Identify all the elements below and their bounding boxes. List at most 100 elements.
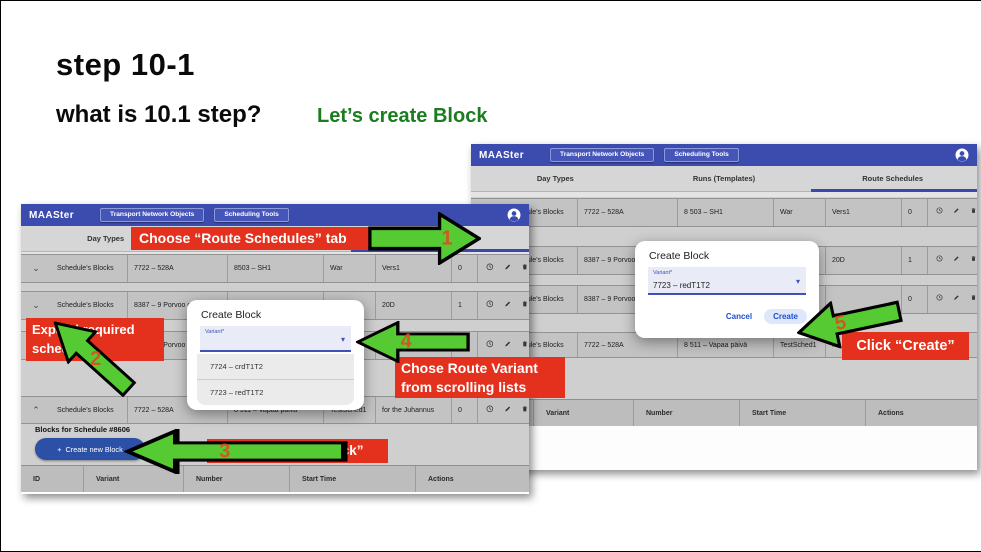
- create-block-dialog-back: Create Block Variant* 7723 – redT1T2 ▾ C…: [635, 241, 819, 338]
- row-variant: 7722 – 528A: [577, 333, 677, 357]
- row-variant: 8387 – 9 Porvoo center: [577, 247, 677, 274]
- callout-click-create: Click “Create”: [842, 332, 969, 360]
- row-variant: 8387 – 9 Porvoo center: [127, 292, 227, 319]
- step-arrow-5: 5: [792, 288, 906, 357]
- row-count: 1: [901, 247, 927, 274]
- active-tab-underline: [811, 189, 977, 192]
- header-start-time: Start Time: [739, 400, 865, 427]
- row-label: Schedule's Blocks: [57, 302, 114, 309]
- row-count: 0: [901, 199, 927, 226]
- delete-icon[interactable]: [970, 255, 977, 266]
- edit-icon[interactable]: [953, 255, 960, 266]
- app-bar: MAASter Transport Network Objects Schedu…: [471, 144, 977, 166]
- header-number: Number: [633, 400, 739, 427]
- variant-option[interactable]: 7724 – crdT1T2: [197, 354, 354, 380]
- nav-transport-network-objects[interactable]: Transport Network Objects: [100, 207, 205, 223]
- delete-icon[interactable]: [970, 294, 977, 305]
- dialog-title: Create Block: [649, 250, 710, 262]
- create-new-block-button[interactable]: + Create new Block: [35, 438, 145, 460]
- step-number-2: 2: [90, 347, 102, 370]
- variant-select-field[interactable]: Variant* ▾: [200, 326, 351, 352]
- row-count: 1: [451, 292, 477, 319]
- delete-icon[interactable]: [521, 263, 529, 274]
- create-new-block-label: Create new Block: [65, 444, 123, 454]
- nav-scheduling-tools[interactable]: Scheduling Tools: [664, 147, 739, 163]
- app-bar: MAASter Transport Network Objects Schedu…: [21, 204, 529, 226]
- row-desc: for the Juhannus: [375, 397, 451, 423]
- clock-icon[interactable]: [486, 340, 494, 351]
- clock-icon[interactable]: [486, 263, 494, 274]
- edit-icon[interactable]: [953, 207, 960, 218]
- edit-icon[interactable]: [504, 340, 512, 351]
- row-label: Schedule's Blocks: [507, 209, 564, 216]
- row-desc: 20D: [375, 292, 451, 319]
- variant-field-label: Variant*: [653, 270, 673, 276]
- dialog-title: Create Block: [201, 309, 262, 321]
- cancel-button[interactable]: Cancel: [725, 312, 753, 321]
- create-button[interactable]: Create: [764, 309, 807, 324]
- variant-option-list: 7724 – crdT1T2 7723 – redT1T2: [197, 354, 354, 405]
- variant-select-field[interactable]: Variant* 7723 – redT1T2 ▾: [648, 267, 806, 295]
- row-count: 0: [451, 397, 477, 423]
- row-variant: 7722 – 528A: [577, 199, 677, 226]
- row-variant: 7722 – 528A: [127, 397, 227, 423]
- callout-choose-route-schedules: Choose “Route Schedules” tab: [131, 227, 432, 250]
- row-desc: [825, 286, 901, 313]
- clock-icon[interactable]: [936, 255, 943, 266]
- blocks-table-header: ID Variant Number Start Time Actions: [21, 465, 529, 493]
- dropdown-caret-icon[interactable]: ▾: [795, 276, 800, 286]
- delete-icon[interactable]: [521, 340, 529, 351]
- plus-icon: +: [57, 444, 62, 454]
- clock-icon[interactable]: [936, 294, 943, 305]
- dropdown-caret-icon[interactable]: ▾: [340, 334, 345, 344]
- delete-icon[interactable]: [521, 300, 529, 311]
- row-desc: 20D: [825, 247, 901, 274]
- row-number: 8503 – SH1: [227, 255, 323, 282]
- create-block-dialog-front: Create Block Variant* ▾ 7724 – crdT1T2 7…: [187, 300, 364, 410]
- step-arrow-3: 3: [124, 429, 348, 474]
- tab-day-types[interactable]: Day Types: [87, 234, 125, 243]
- tab-runs-templates[interactable]: Runs (Templates): [692, 174, 756, 183]
- chevron-down-icon[interactable]: ⌄: [32, 263, 40, 273]
- edit-icon[interactable]: [504, 405, 512, 416]
- header-actions: Actions: [415, 466, 529, 493]
- row-name: TestSched1: [773, 333, 825, 357]
- variant-option[interactable]: 7723 – redT1T2: [210, 388, 264, 397]
- tab-day-types[interactable]: Day Types: [536, 174, 574, 183]
- tab-bar: Day Types Runs (Templates) Route Schedul…: [471, 166, 977, 192]
- blocks-table-header: Variant Number Start Time Actions: [471, 399, 977, 427]
- variant-field-value: 7723 – redT1T2: [653, 281, 710, 290]
- header-start-time: Start Time: [289, 466, 415, 493]
- slide-answer: Let’s create Block: [317, 105, 488, 127]
- app-brand: MAASter: [479, 149, 525, 161]
- delete-icon[interactable]: [970, 207, 977, 218]
- row-label: Schedule's Blocks: [507, 341, 564, 349]
- slide-question: what is 10.1 step?: [56, 101, 262, 128]
- step-number-3: 3: [219, 440, 231, 462]
- clock-icon[interactable]: [936, 207, 943, 218]
- edit-icon[interactable]: [504, 300, 512, 311]
- account-icon[interactable]: [955, 148, 969, 162]
- step-arrow-4: 4: [356, 321, 470, 363]
- slide-title: step 10-1: [56, 47, 195, 82]
- edit-icon[interactable]: [953, 294, 960, 305]
- tab-route-schedules[interactable]: Route Schedules: [862, 174, 924, 183]
- delete-icon[interactable]: [521, 405, 529, 416]
- clock-icon[interactable]: [486, 300, 494, 311]
- blocks-for-schedule-label: Blocks for Schedule #8606: [35, 425, 131, 434]
- clock-icon[interactable]: [486, 405, 494, 416]
- nav-scheduling-tools[interactable]: Scheduling Tools: [214, 207, 289, 223]
- header-variant: Variant: [533, 400, 633, 427]
- nav-transport-network-objects[interactable]: Transport Network Objects: [550, 147, 655, 163]
- schedule-row[interactable]: ⌄ Schedule's Blocks 7722 – 528A 8 503 – …: [471, 198, 977, 227]
- row-label: Schedule's Blocks: [507, 257, 564, 264]
- chevron-up-icon[interactable]: ⌃: [32, 404, 40, 415]
- header-id: ID: [33, 476, 40, 483]
- chevron-down-icon[interactable]: ⌄: [32, 300, 40, 310]
- step-arrow-2: 2: [39, 306, 144, 407]
- row-name: War: [773, 199, 825, 226]
- account-icon[interactable]: [507, 208, 521, 222]
- header-variant: Variant: [83, 466, 183, 493]
- edit-icon[interactable]: [504, 263, 512, 274]
